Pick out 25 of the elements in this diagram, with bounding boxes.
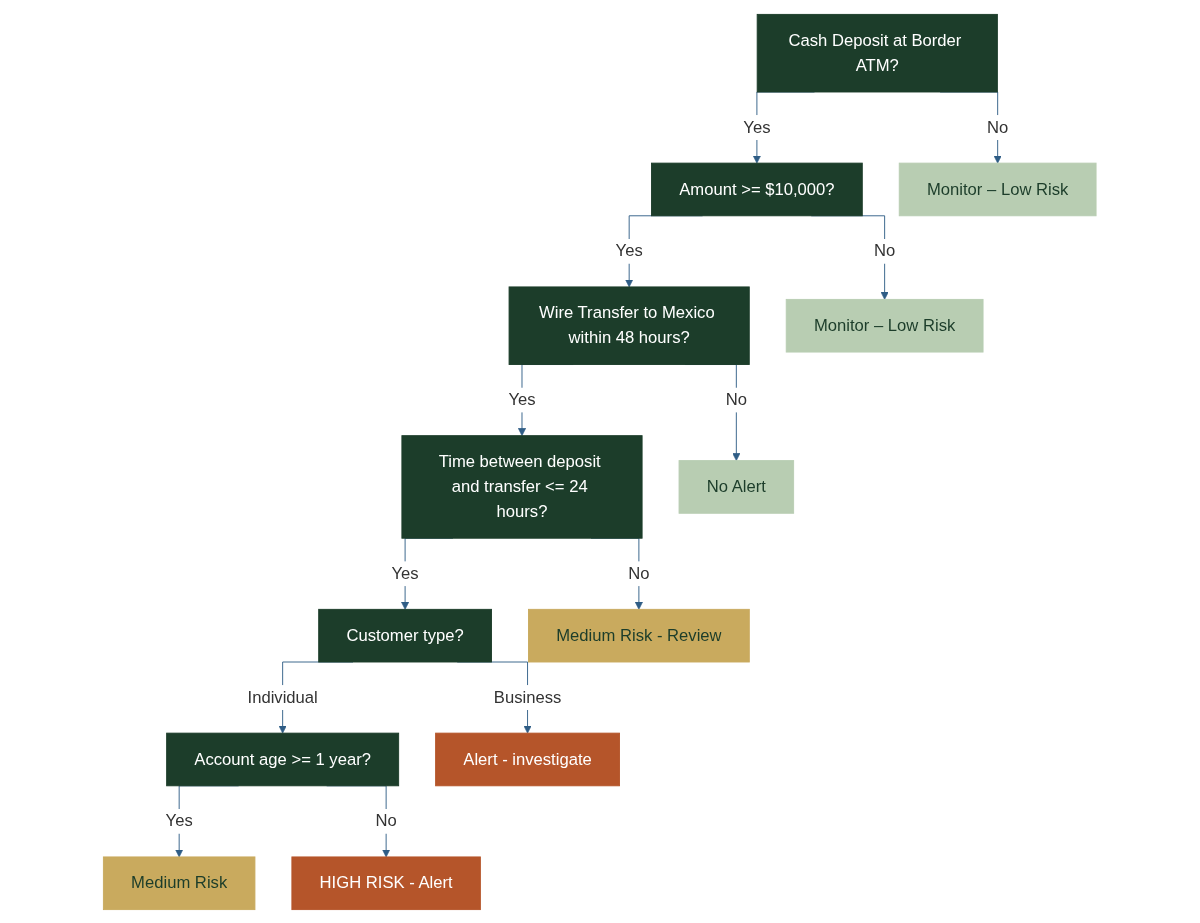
- node-box: Alert - investigate: [435, 732, 621, 786]
- node-box: HIGH RISK - Alert: [291, 855, 482, 910]
- edge-label: Business: [494, 687, 562, 706]
- node-box: Medium Risk - Review: [528, 608, 751, 662]
- edge-label: No: [874, 241, 896, 260]
- node-box: Customer type?: [318, 608, 493, 662]
- edge-label: Yes: [615, 241, 643, 260]
- edge-label: Yes: [743, 117, 771, 136]
- node-box: Account age >= 1 year?: [166, 732, 400, 786]
- node-box: Amount >= $10,000?: [651, 162, 863, 216]
- node-box: Monitor – Low Risk: [786, 298, 984, 352]
- edge-label: Yes: [165, 811, 193, 830]
- node-box: No Alert: [678, 459, 795, 514]
- edge-label: Individual: [247, 687, 319, 706]
- node-box: Medium Risk: [103, 855, 256, 910]
- edge-label: No: [725, 389, 748, 409]
- edge-label: No: [987, 117, 1009, 136]
- edge-label: No: [628, 563, 650, 583]
- node-box: Time between deposit and transfer <= 24 hours?: [401, 434, 643, 539]
- edge-label: No: [375, 811, 398, 830]
- node-box: Monitor – Low Risk: [899, 162, 1097, 216]
- edge-label: Yes: [391, 563, 419, 583]
- edge-label: Yes: [508, 389, 536, 409]
- node-box: Cash Deposit at Border ATM?: [757, 13, 999, 92]
- node-box: Wire Transfer to Mexico within 48 hours?: [508, 285, 750, 365]
